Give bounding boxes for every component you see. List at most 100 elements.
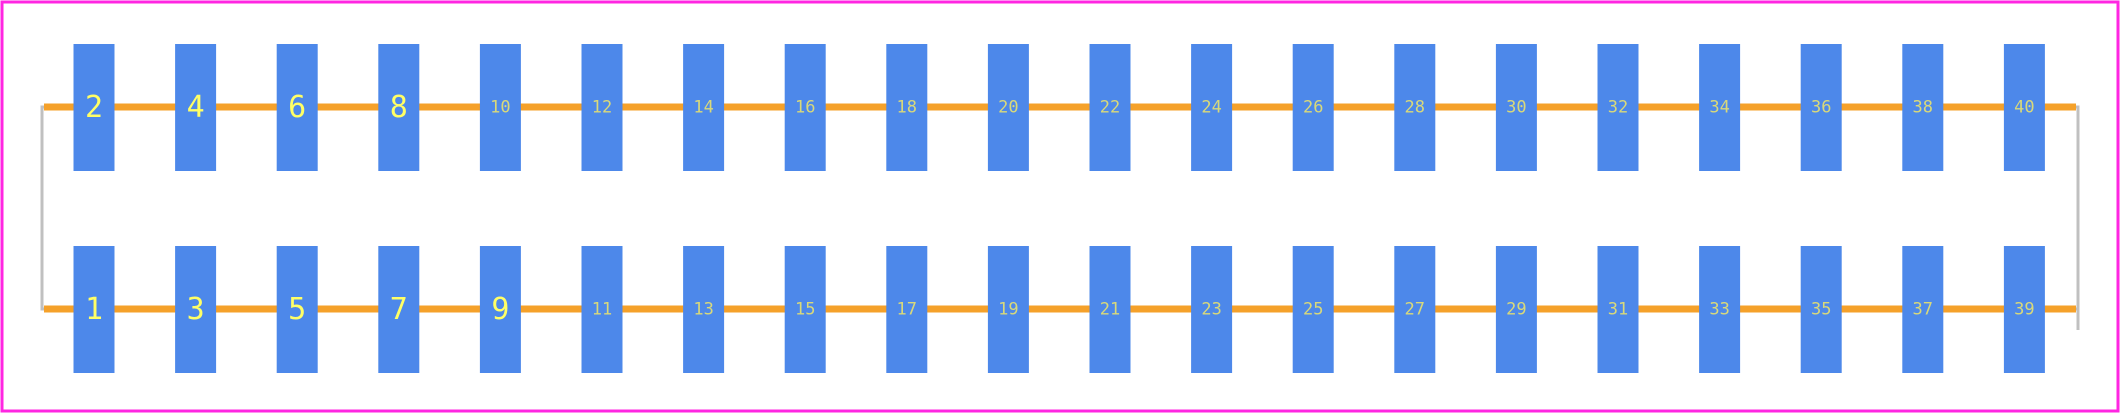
pad-number-label: 40 xyxy=(2014,98,2034,118)
pad-number-label: 33 xyxy=(1709,300,1729,320)
pad-rect xyxy=(1800,44,1842,171)
pad-10: 10 xyxy=(479,44,521,171)
pad-number-label: 19 xyxy=(998,300,1018,320)
pad-14: 14 xyxy=(683,44,725,171)
connector-body-outline xyxy=(40,105,2080,311)
pad-19: 19 xyxy=(987,246,1029,373)
pad-number-label: 38 xyxy=(1913,98,1933,118)
pad-rect xyxy=(1292,246,1334,373)
pad-number-label: 37 xyxy=(1913,300,1933,320)
pad-rect xyxy=(1394,246,1436,373)
pad-rect xyxy=(1902,246,1944,373)
pad-number-label: 8 xyxy=(390,90,408,125)
pad-rect xyxy=(784,246,826,373)
pad-number-label: 35 xyxy=(1811,300,1831,320)
pad-33: 33 xyxy=(1699,246,1741,373)
pad-rect xyxy=(2003,44,2045,171)
pad-rect xyxy=(683,246,725,373)
pad-4: 4 xyxy=(175,44,217,171)
pad-3: 3 xyxy=(175,246,217,373)
pad-rect xyxy=(175,44,217,171)
pad-34: 34 xyxy=(1699,44,1741,171)
pad-number-label: 25 xyxy=(1303,300,1323,320)
pad-rect xyxy=(1699,246,1741,373)
pad-number-label: 12 xyxy=(592,98,612,118)
pad-rect xyxy=(1089,44,1131,171)
trace-lines xyxy=(44,103,2076,313)
pad-31: 31 xyxy=(1597,246,1639,373)
pad-15: 15 xyxy=(784,246,826,373)
pad-6: 6 xyxy=(276,44,318,171)
pad-23: 23 xyxy=(1191,246,1233,373)
pad-30: 30 xyxy=(1495,44,1537,171)
pad-12: 12 xyxy=(581,44,623,171)
pad-32: 32 xyxy=(1597,44,1639,171)
pad-28: 28 xyxy=(1394,44,1436,171)
pad-number-label: 6 xyxy=(288,90,306,125)
pad-number-label: 13 xyxy=(693,300,713,320)
pad-17: 17 xyxy=(886,246,928,373)
pad-18: 18 xyxy=(886,44,928,171)
pad-number-label: 1 xyxy=(85,292,103,327)
pad-rect xyxy=(479,246,521,373)
pad-number-label: 11 xyxy=(592,300,612,320)
pad-rect xyxy=(73,246,115,373)
pad-number-label: 36 xyxy=(1811,98,1831,118)
pad-rect xyxy=(1699,44,1741,171)
pad-13: 13 xyxy=(683,246,725,373)
pad-number-label: 39 xyxy=(2014,300,2034,320)
pad-rect xyxy=(1495,246,1537,373)
pad-number-label: 16 xyxy=(795,98,815,118)
pad-27: 27 xyxy=(1394,246,1436,373)
pad-40: 40 xyxy=(2003,44,2045,171)
pad-22: 22 xyxy=(1089,44,1131,171)
pad-number-label: 2 xyxy=(85,90,103,125)
pad-number-label: 31 xyxy=(1608,300,1628,320)
pad-1: 1 xyxy=(73,246,115,373)
pad-35: 35 xyxy=(1800,246,1842,373)
pad-rect xyxy=(378,44,420,171)
pad-rect xyxy=(987,44,1029,171)
pad-number-label: 18 xyxy=(897,98,917,118)
pad-rect xyxy=(378,246,420,373)
pad-number-label: 23 xyxy=(1201,300,1221,320)
pad-rect xyxy=(1089,246,1131,373)
pad-rect xyxy=(479,44,521,171)
pad-number-label: 32 xyxy=(1608,98,1628,118)
connector-outline xyxy=(40,105,2080,330)
pad-rect xyxy=(784,44,826,171)
pad-rect xyxy=(276,44,318,171)
pad-9: 9 xyxy=(479,246,521,373)
pad-25: 25 xyxy=(1292,246,1334,373)
pad-rect xyxy=(1800,246,1842,373)
pad-number-label: 28 xyxy=(1405,98,1425,118)
pad-rect xyxy=(683,44,725,171)
pad-38: 38 xyxy=(1902,44,1944,171)
pad-rect xyxy=(581,44,623,171)
pad-number-label: 7 xyxy=(390,292,408,327)
pad-rect xyxy=(1292,44,1334,171)
pad-rect xyxy=(581,246,623,373)
pad-21: 21 xyxy=(1089,246,1131,373)
pad-rect xyxy=(1394,44,1436,171)
pad-number-label: 15 xyxy=(795,300,815,320)
pad-number-label: 29 xyxy=(1506,300,1526,320)
pad-number-label: 27 xyxy=(1405,300,1425,320)
pad-5: 5 xyxy=(276,246,318,373)
pad-37: 37 xyxy=(1902,246,1944,373)
pad-rect xyxy=(73,44,115,171)
pad-rect xyxy=(886,44,928,171)
pad-29: 29 xyxy=(1495,246,1537,373)
pad-rect xyxy=(276,246,318,373)
pad-39: 39 xyxy=(2003,246,2045,373)
pad-number-label: 21 xyxy=(1100,300,1120,320)
pad-11: 11 xyxy=(581,246,623,373)
pad-rect xyxy=(175,246,217,373)
pad-number-label: 4 xyxy=(187,90,205,125)
pad-2: 2 xyxy=(73,44,115,171)
pad-26: 26 xyxy=(1292,44,1334,171)
